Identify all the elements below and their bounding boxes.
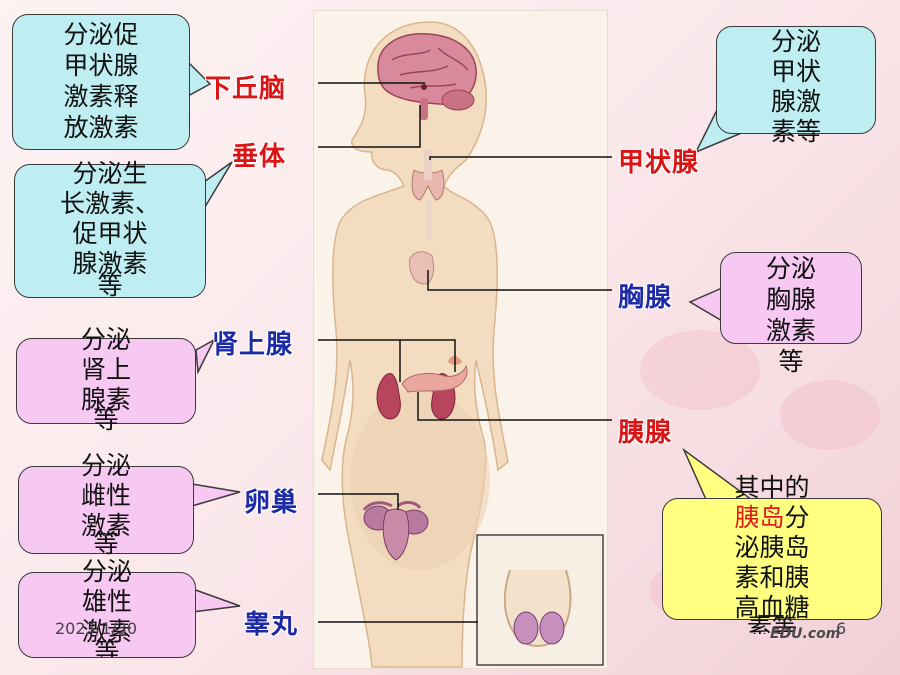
- label-ovary: 卵巢: [244, 488, 299, 518]
- brain-icon: [377, 33, 477, 120]
- islet-highlight: 胰岛: [734, 503, 785, 532]
- label-adrenal: 肾上腺: [212, 330, 294, 360]
- label-pituitary: 垂体: [232, 142, 287, 172]
- bubble-thymus: 分泌 胸腺 激素 等: [720, 252, 862, 376]
- footer-date: 2023/1/30: [55, 619, 138, 638]
- label-pancreas: 胰腺: [618, 418, 673, 448]
- background-petal: [780, 380, 880, 450]
- bubble-adrenal: 分泌 肾上 腺素 等: [16, 325, 196, 434]
- watermark: EDU.com: [770, 626, 841, 642]
- bubble-testis: 分泌 雄性 激素 等: [18, 557, 196, 658]
- testis-inset: [476, 534, 604, 666]
- abdomen-shade: [350, 390, 490, 570]
- label-hypothalamus: 下丘脑: [205, 74, 287, 104]
- bubble-pituitary: 分泌生 长激素、 促甲状 腺激素 等: [14, 159, 206, 300]
- label-testis: 睾丸: [244, 610, 299, 640]
- kidney-adrenal-pancreas-icon: [376, 356, 468, 420]
- leader-lines: [318, 82, 612, 623]
- label-thyroid: 甲状腺: [618, 148, 700, 178]
- bubble-thyroid: 分泌 甲状 腺激 素等: [716, 26, 876, 146]
- bubble-pancreas: 其中的 胰岛分 泌胰岛 素和胰 高血糖 素等: [662, 473, 882, 634]
- ovary-uterus-icon: [362, 501, 429, 561]
- bubble-ovary: 分泌 雌性 激素 等: [18, 451, 194, 558]
- bubble-tails: [187, 60, 755, 613]
- label-thymus: 胸腺: [618, 283, 673, 313]
- bubble-hypothalamus: 分泌促 甲状腺 激素释 放激素: [12, 14, 190, 150]
- page-number: 6: [836, 619, 847, 638]
- thyroid-gland-icon: [411, 150, 445, 240]
